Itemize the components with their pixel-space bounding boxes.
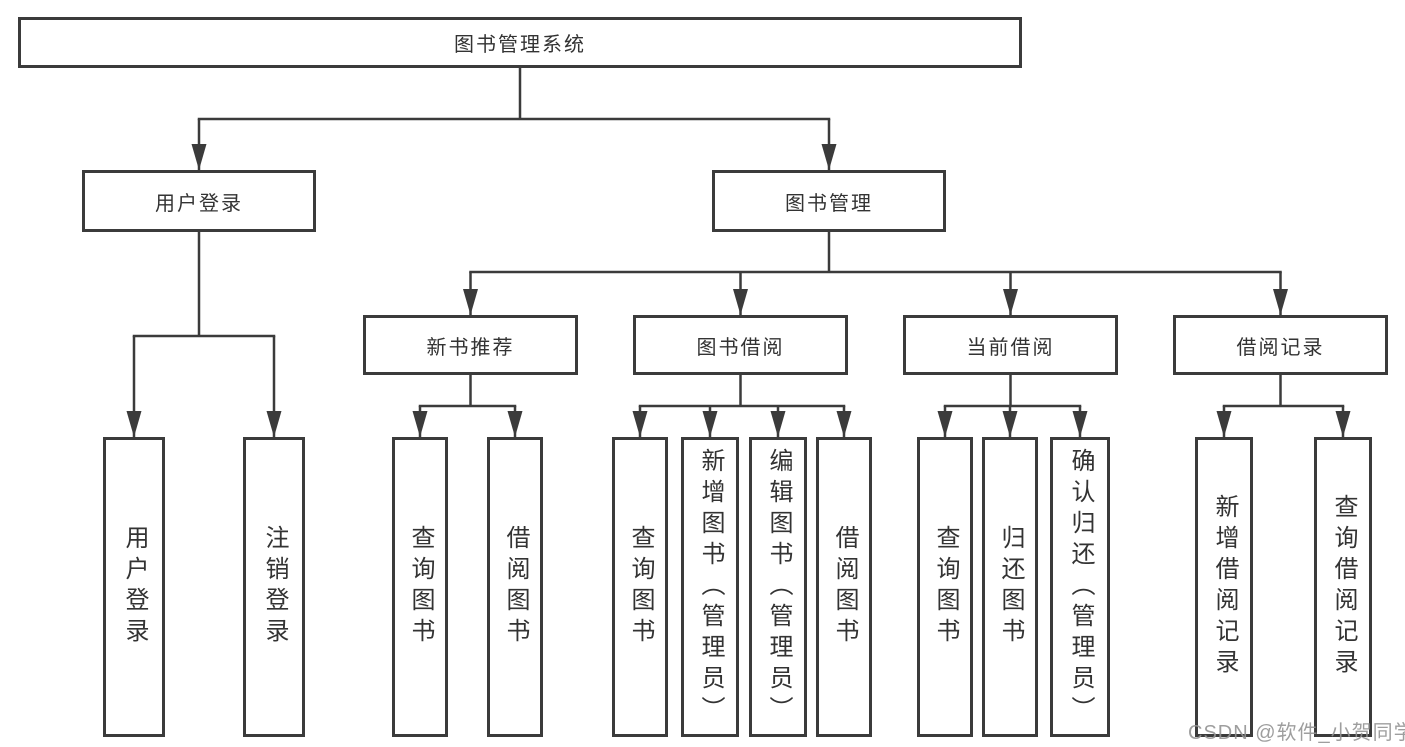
node-label: 编辑图书（管理员）: [765, 447, 792, 727]
node-label: 查询借阅记录: [1330, 494, 1357, 680]
node-library-management-system: 图书管理系统: [18, 17, 1022, 68]
connector-book-mgmt-to-level3: [463, 232, 1288, 315]
node-label: 借阅图书: [831, 525, 858, 649]
node-label: 图书借阅: [696, 336, 785, 359]
leaf-query-borrow-record: 查询借阅记录: [1314, 437, 1372, 737]
connector-new-book-rec-to-leaves: [412, 375, 523, 437]
node-label: 新增图书（管理员）: [697, 447, 724, 727]
csdn-watermark: CSDN @软件_小贺同学: [1188, 722, 1405, 744]
node-label: 图书管理系统: [454, 34, 586, 56]
node-label: 确认归还（管理员）: [1067, 447, 1094, 727]
leaf-add-borrow-record: 新增借阅记录: [1195, 437, 1253, 737]
node-borrowing-records: 借阅记录: [1173, 315, 1388, 375]
leaf-add-book-admin: 新增图书（管理员）: [681, 437, 739, 737]
node-new-book-recommendation: 新书推荐: [363, 315, 578, 375]
node-current-borrowing: 当前借阅: [903, 315, 1118, 375]
connector-borrow-records-to-leaves: [1216, 375, 1351, 437]
node-label: 用户登录: [121, 525, 148, 649]
node-label: 归还图书: [997, 525, 1024, 649]
node-book-management: 图书管理: [712, 170, 946, 232]
leaf-query-books-newrec: 查询图书: [392, 437, 448, 737]
node-label: 用户登录: [155, 192, 243, 215]
node-label: 图书管理: [785, 192, 873, 215]
connector-current-borrow-to-leaves: [937, 375, 1088, 437]
leaf-query-books-borrow: 查询图书: [612, 437, 668, 737]
leaf-query-books-current: 查询图书: [917, 437, 973, 737]
node-label: 借阅图书: [502, 525, 529, 649]
leaf-return-books: 归还图书: [982, 437, 1038, 737]
connector-user-login-to-leaves: [126, 232, 282, 437]
node-label: 新增借阅记录: [1211, 494, 1238, 680]
node-book-borrowing: 图书借阅: [633, 315, 848, 375]
node-label: 查询图书: [627, 525, 654, 649]
leaf-borrow-books-newrec: 借阅图书: [487, 437, 543, 737]
leaf-borrow-books-borrow: 借阅图书: [816, 437, 872, 737]
leaf-user-login: 用户登录: [103, 437, 165, 737]
leaf-edit-book-admin: 编辑图书（管理员）: [749, 437, 807, 737]
connector-root-to-level2: [191, 68, 837, 170]
node-label: 借阅记录: [1236, 336, 1325, 359]
node-label: 新书推荐: [426, 336, 515, 359]
node-label: 查询图书: [407, 525, 434, 649]
node-label: 当前借阅: [966, 336, 1055, 359]
node-user-login: 用户登录: [82, 170, 316, 232]
connector-book-borrow-to-leaves: [632, 375, 852, 437]
leaf-confirm-return-admin: 确认归还（管理员）: [1050, 437, 1110, 737]
node-label: 注销登录: [261, 525, 288, 649]
leaf-logout: 注销登录: [243, 437, 305, 737]
node-label: 查询图书: [932, 525, 959, 649]
